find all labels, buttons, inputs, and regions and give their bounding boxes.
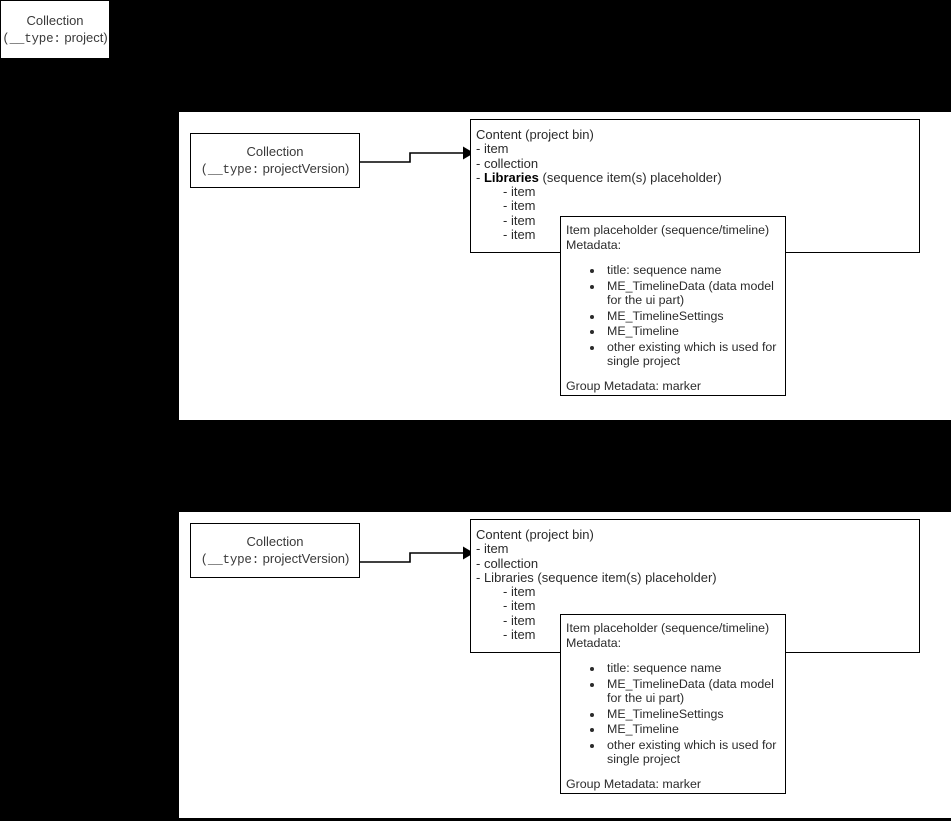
content-box-top[interactable]: Content (project bin) - item - collectio… [470,119,920,253]
collection-type-value: projectVersion) [262,160,350,176]
metadata-item: ME_Timeline [604,722,785,736]
collection-type-prefix: (__type: [200,162,260,177]
metadata-item: other existing which is used for single … [604,738,785,767]
content-line-libraries: - Libraries (sequence item(s) placeholde… [475,569,919,585]
content-header: Content (project bin) [476,527,594,542]
content-line-libraries: - Libraries (sequence item(s) placeholde… [475,169,919,185]
content-sub-item: - item [503,612,536,628]
content-line-item: - item [476,141,509,157]
placeholder-metadata-list: title: sequence name ME_TimelineData (da… [566,661,785,766]
metadata-item: title: sequence name [604,263,785,277]
metadata-item: ME_TimelineSettings [604,309,785,323]
collection-type: (__type: project) [2,29,107,48]
content-header: Content (project bin) [476,127,594,142]
connector-arrow-bottom [360,546,474,563]
connector-arrow-top [360,146,474,163]
placeholder-header: Item placeholder (sequence/timeline) [566,223,770,237]
libraries-label: Libraries [483,569,534,585]
collection-title: Collection [246,143,304,159]
content-sub-item: - item [503,198,536,214]
collection-box-project[interactable]: Collection (__type: project) [0,0,110,59]
metadata-item: ME_Timeline [604,324,785,338]
libraries-dash: - [476,169,484,185]
placeholder-metadata-label: Metadata: [566,237,622,252]
collection-type-prefix: (__type: [2,31,61,46]
collection-box-projectversion-top[interactable]: Collection (__type: projectVersion) [190,133,360,188]
collection-type: (__type: projectVersion) [201,160,350,179]
collection-type-value: project) [64,29,108,45]
collection-type-value: projectVersion) [262,550,350,566]
metadata-item: title: sequence name [604,661,785,675]
item-placeholder-box-top[interactable]: Item placeholder (sequence/timeline) Met… [560,216,786,396]
collection-title: Collection [26,12,84,28]
content-line-collection: - collection [476,555,539,571]
placeholder-group-metadata: Group Metadata: marker [566,379,701,394]
content-line-collection: - collection [476,155,539,171]
content-sub-item: - item [503,627,536,643]
content-sub-item: - item [503,184,536,200]
content-sub-item: - item [503,584,536,600]
libraries-rest: (sequence item(s) placeholder) [533,569,717,585]
content-sub-item: - item [503,212,536,228]
libraries-dash: - [476,569,484,585]
collection-type-prefix: (__type: [200,552,260,567]
metadata-item: ME_TimelineData (data model for the ui p… [604,677,785,706]
collection-box-projectversion-bottom[interactable]: Collection (__type: projectVersion) [190,523,360,578]
collection-type: (__type: projectVersion) [201,550,350,569]
item-placeholder-box-bottom[interactable]: Item placeholder (sequence/timeline) Met… [560,614,786,794]
placeholder-group-metadata: Group Metadata: marker [566,777,701,792]
metadata-item: ME_TimelineData (data model for the ui p… [604,279,785,308]
content-line-item: - item [476,541,509,557]
collection-title: Collection [246,533,304,549]
libraries-rest: (sequence item(s) placeholder) [538,169,722,185]
libraries-label: Libraries [483,169,539,185]
metadata-item: other existing which is used for single … [604,340,785,369]
placeholder-metadata-label: Metadata: [566,635,622,650]
placeholder-header: Item placeholder (sequence/timeline) [566,621,770,635]
content-sub-item: - item [503,598,536,614]
placeholder-metadata-list: title: sequence name ME_TimelineData (da… [566,263,785,368]
metadata-item: ME_TimelineSettings [604,707,785,721]
content-sub-item: - item [503,227,536,243]
